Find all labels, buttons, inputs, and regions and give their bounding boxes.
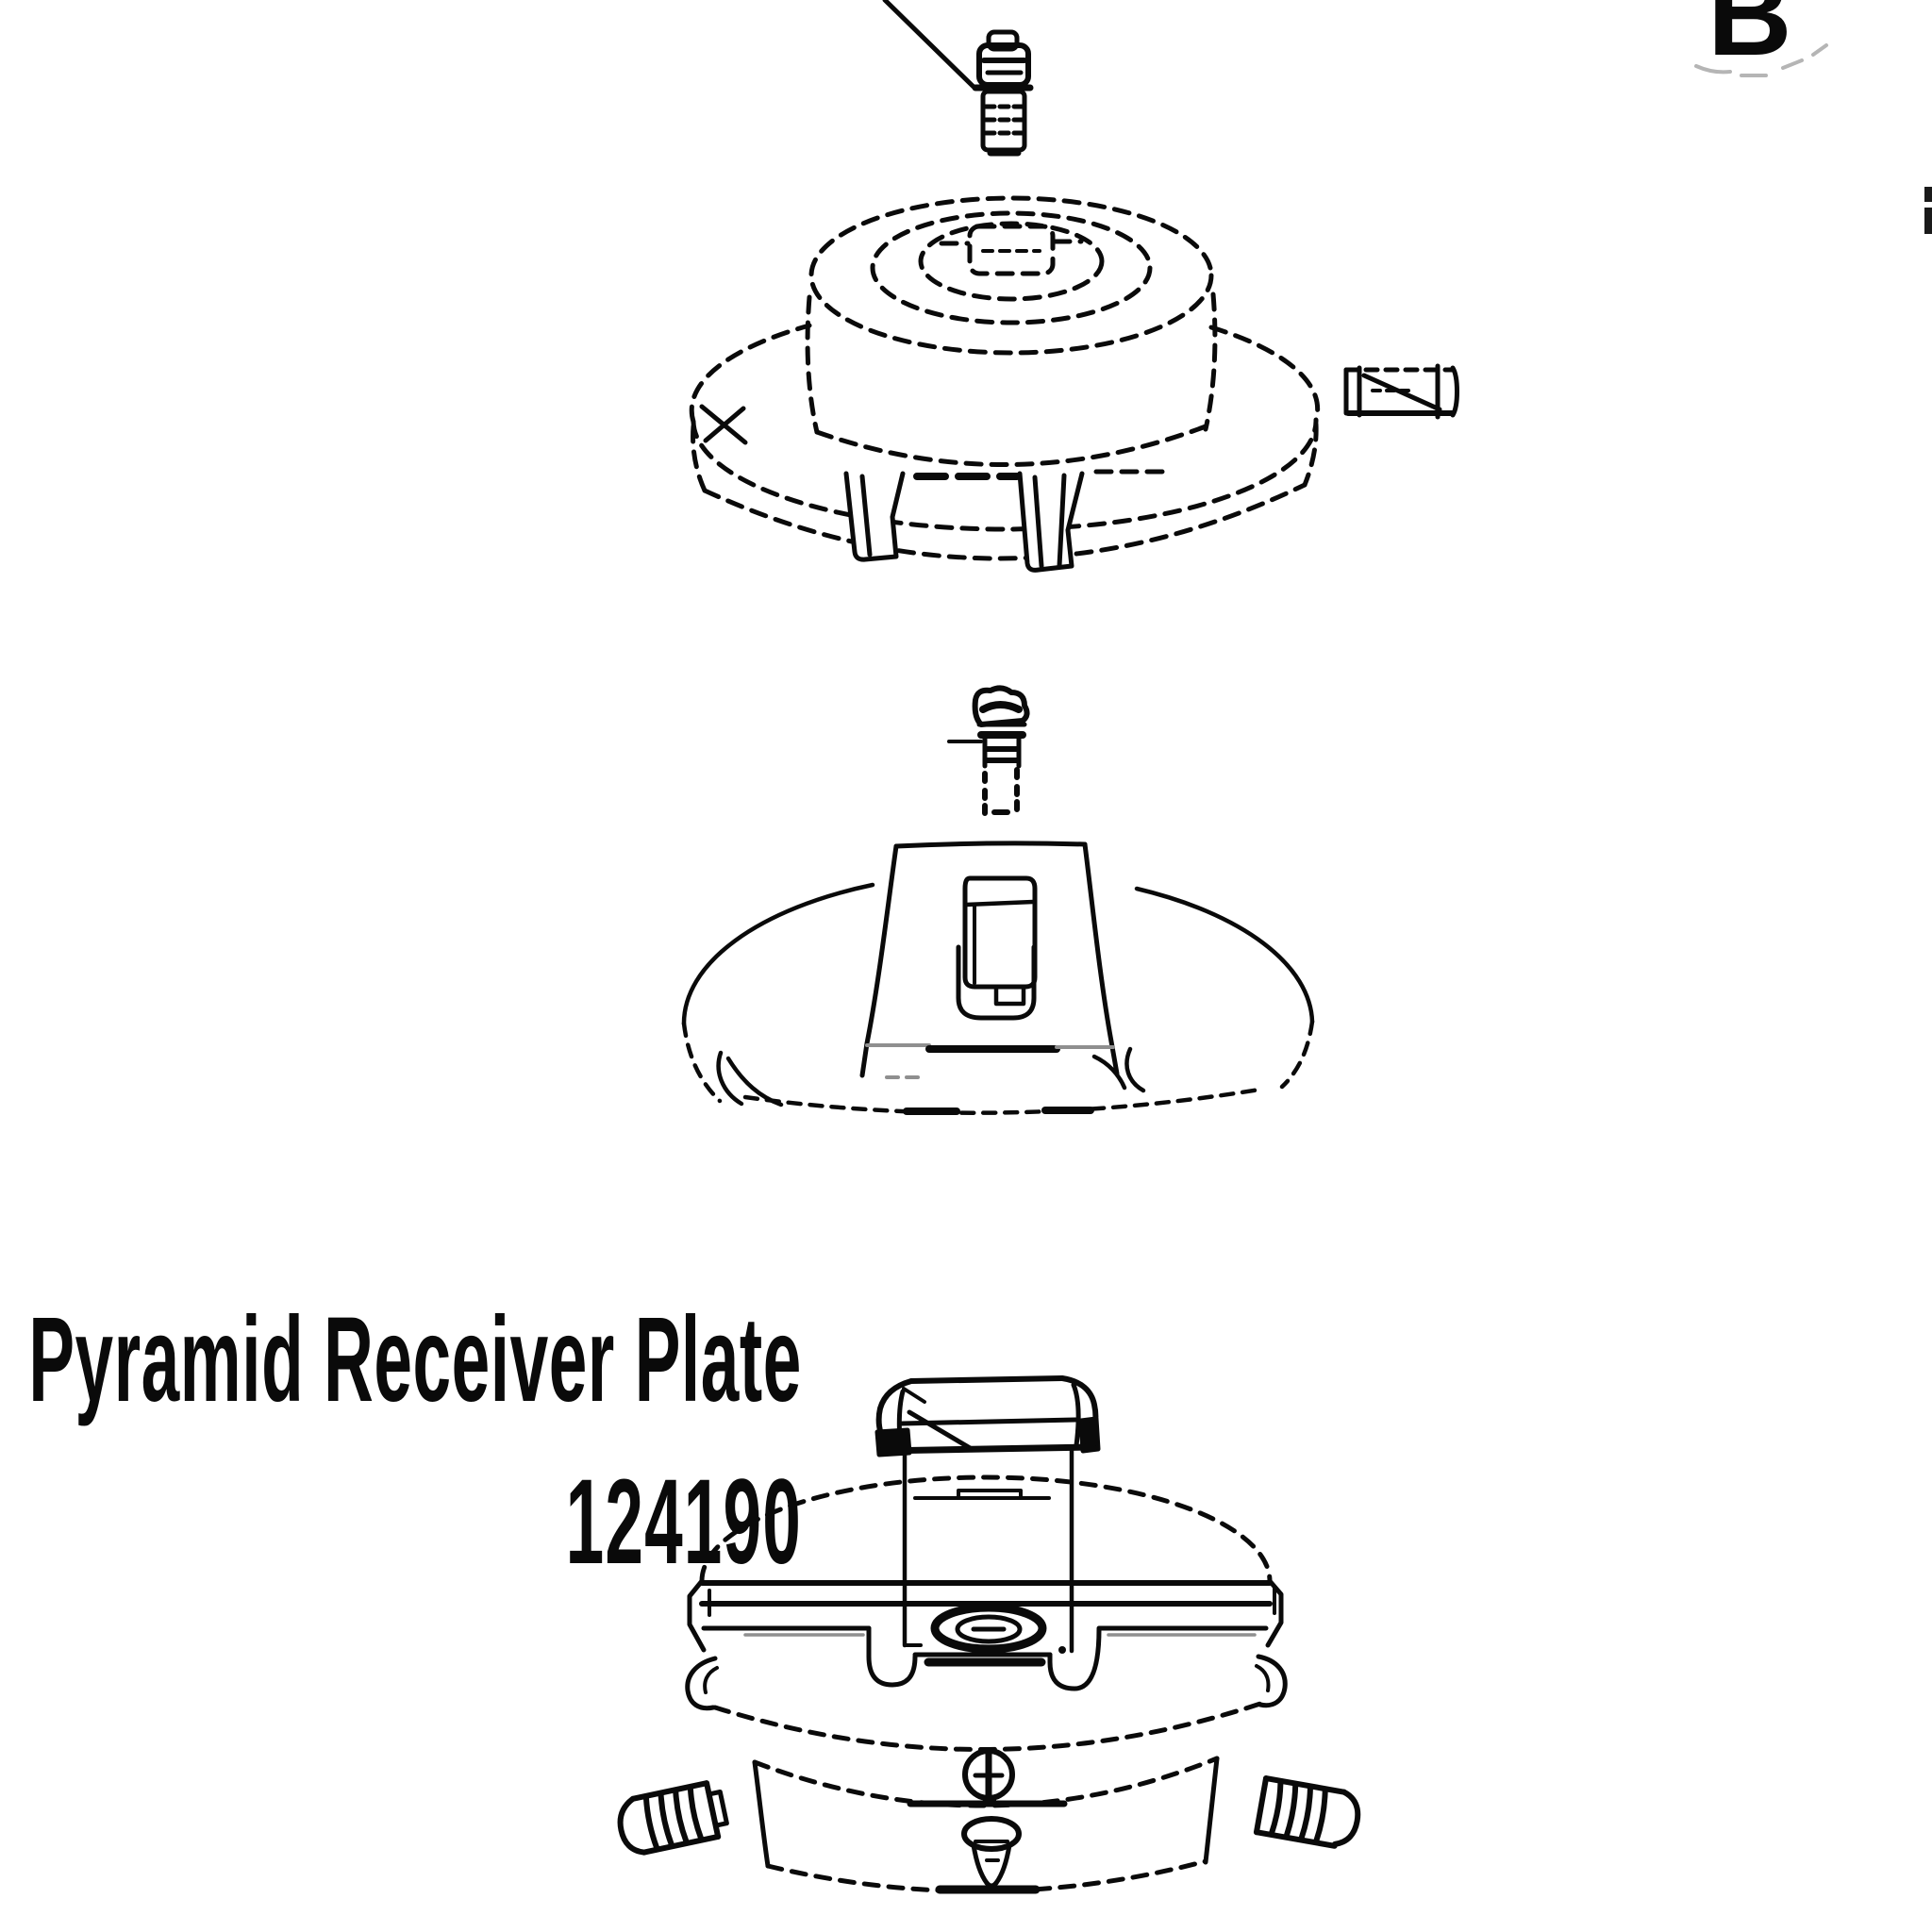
leader-line [882,0,976,90]
part-name-label: Pyramid Receiver Plate [28,1292,802,1427]
center-screw-lower-icon [961,1816,1022,1889]
top-plate-phantom-drawing [689,195,1321,573]
pyramid-receiver-plate-drawing [685,1375,1288,1894]
center-screw-upper-icon [962,1748,1015,1802]
thumb-screw-left-icon [617,1780,729,1856]
part-callout: Pyramid Receiver Plate 124190 [28,1300,802,1583]
view-label: B [1707,0,1792,80]
page-edge-fragments [1694,43,1932,234]
part-number-label: 124190 [565,1455,802,1590]
retainer-screw-icon [947,685,1030,816]
mounting-screw-icon [972,29,1034,157]
side-set-screw-icon [1343,363,1459,420]
thumb-screw-right-icon [1253,1775,1361,1849]
slide-plate-drawing [681,841,1315,1115]
